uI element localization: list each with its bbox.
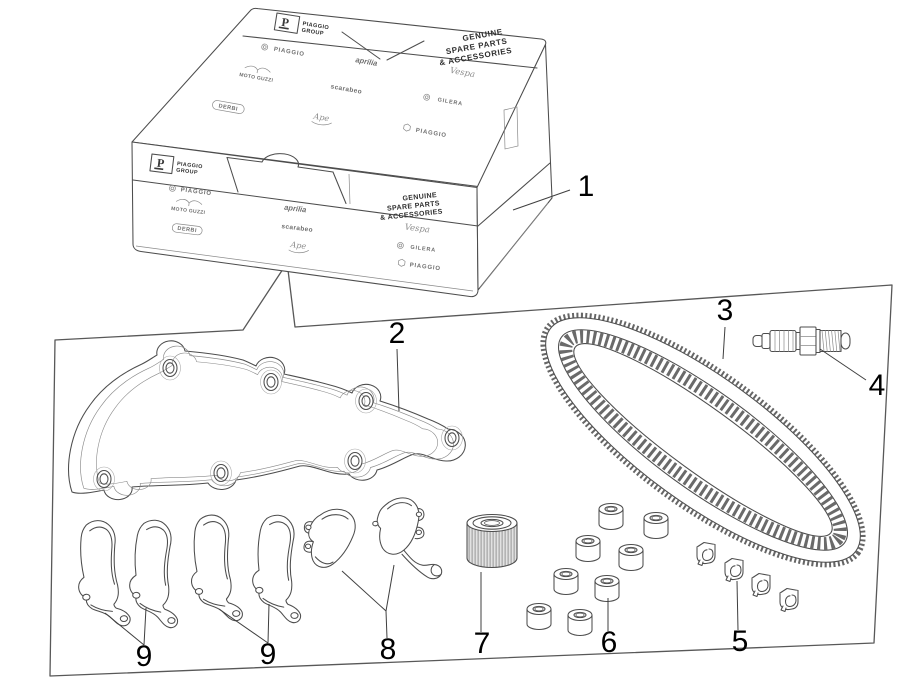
leader-4 xyxy=(819,348,867,381)
air-filter xyxy=(68,340,466,501)
monogram-front: P xyxy=(156,156,165,171)
leader-8 xyxy=(341,564,395,639)
tagline-front-line1: GENUINE xyxy=(402,192,437,203)
monogram-top: P xyxy=(281,15,290,30)
oil-filter xyxy=(466,513,518,568)
drive-belt xyxy=(540,312,866,568)
spare-parts-box: P PIAGGIO GROUP GENUINE SPARE PARTS & AC… xyxy=(131,7,553,298)
callout-2: 2 xyxy=(389,317,406,350)
callout-7: 7 xyxy=(474,627,491,660)
brand-derbi-front: DERBI xyxy=(177,226,197,234)
leader-2 xyxy=(396,348,400,412)
leader-9a xyxy=(104,607,147,646)
piaggio-group-logo-top: P PIAGGIO GROUP xyxy=(273,12,330,37)
callout-1: 1 xyxy=(578,170,595,203)
brand-gilera-front: GILERA xyxy=(410,245,436,254)
brand-ape-top: Ape xyxy=(312,112,330,124)
contents-panel-outline xyxy=(49,268,893,677)
group-name-line2-front: GROUP xyxy=(176,167,198,176)
callout-9a: 9 xyxy=(136,640,153,673)
brand-aprilia-top: aprilia xyxy=(355,55,378,68)
callout-8: 8 xyxy=(380,633,397,666)
retaining-clips xyxy=(696,541,799,613)
spark-plug xyxy=(752,326,851,356)
variator-rollers xyxy=(526,502,669,637)
brand-logos-front: PIAGGIO MOTO GUZZI DERBI aprilia scarabe… xyxy=(169,184,441,272)
box-top-face xyxy=(131,7,547,188)
callout-4: 4 xyxy=(869,369,886,402)
box-right-face xyxy=(476,43,553,291)
callout-9b: 9 xyxy=(260,638,277,671)
brand-derbi-top: DERBI xyxy=(218,103,238,112)
callout-6: 6 xyxy=(601,626,618,659)
brand-vespa-front: Vespa xyxy=(404,223,430,236)
brand-piaggio2-top: PIAGGIO xyxy=(415,128,447,139)
leader-5 xyxy=(736,580,739,631)
brand-gilera-top: GILERA xyxy=(437,97,463,107)
callout-3: 3 xyxy=(717,294,734,327)
brand-piaggio2-front: PIAGGIO xyxy=(409,262,441,272)
callout-5: 5 xyxy=(732,625,749,658)
leader-1 xyxy=(512,189,571,211)
group-name-line1-front: PIAGGIO xyxy=(177,161,203,170)
piaggio-group-logo-front: P PIAGGIO GROUP xyxy=(149,153,203,176)
brand-scarabeo-front: scarabeo xyxy=(281,223,313,234)
brand-piaggio-front: PIAGGIO xyxy=(180,187,212,197)
brand-aprilia-front: aprilia xyxy=(284,203,307,215)
brand-ape-front: Ape xyxy=(289,240,307,251)
group-name-line2-top: GROUP xyxy=(301,28,324,37)
air-filter-screw-holes xyxy=(93,355,463,492)
brand-motoguzzi-top: MOTO GUZZI xyxy=(239,72,274,84)
leader-3 xyxy=(722,326,726,360)
brake-pads-small xyxy=(301,495,443,583)
brand-vespa-top: Vespa xyxy=(449,66,476,80)
brake-pads-large xyxy=(73,513,305,630)
brand-motoguzzi-front: MOTO GUZZI xyxy=(171,206,206,216)
brand-piaggio-top: PIAGGIO xyxy=(273,47,305,58)
group-name-line1-top: PIAGGIO xyxy=(302,21,330,31)
brand-logos-top: PIAGGIO aprilia Vespa MOTO GUZZI scarabe… xyxy=(212,43,476,139)
callouts: 1 2 3 4 5 6 7 8 9 9 xyxy=(104,170,886,673)
leader-9b xyxy=(218,603,270,644)
box-front-face xyxy=(131,141,479,298)
